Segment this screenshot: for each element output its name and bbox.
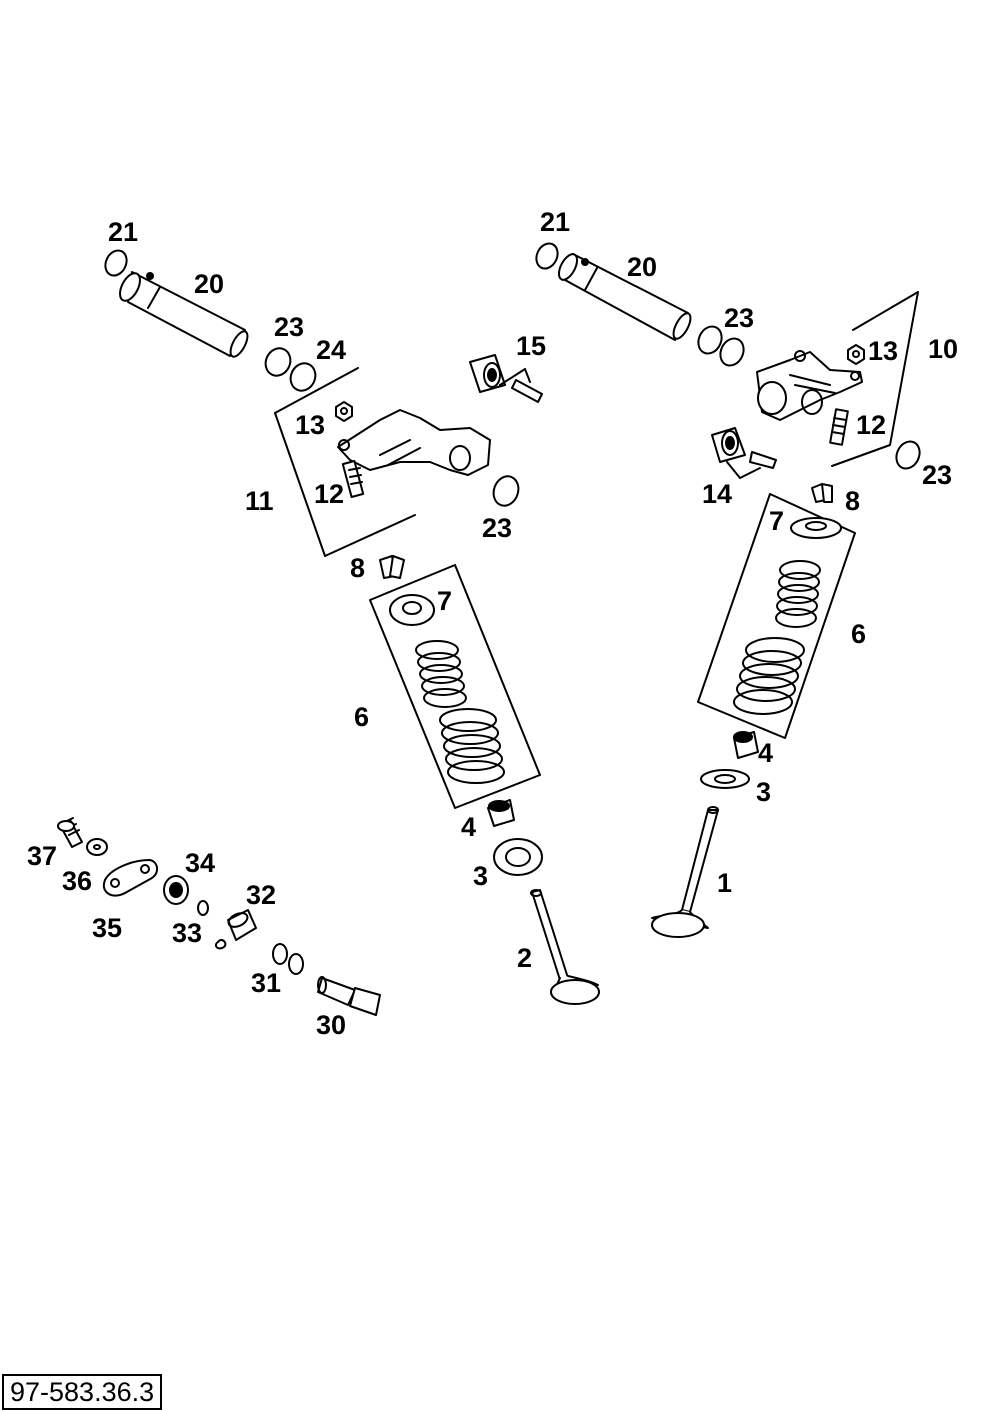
- washer-3-left: [493, 838, 543, 876]
- label-36: 36: [62, 866, 92, 896]
- valve-seal-4-left: [487, 799, 515, 827]
- washer-23-right-top-a: [697, 325, 723, 355]
- label-6-left: 6: [354, 702, 369, 732]
- washer-part-37: [86, 838, 108, 856]
- rocker-shaft-left: [119, 271, 249, 358]
- washer-23-right-top-b: [719, 337, 745, 367]
- spring-group-6-left-box: [369, 564, 541, 809]
- label-24: 24: [316, 335, 346, 365]
- label-14: 14: [702, 479, 732, 509]
- label-20-left: 20: [194, 269, 224, 299]
- label-12-left: 12: [314, 479, 344, 509]
- roller-15-left: [469, 354, 543, 403]
- label-12-right: 12: [856, 410, 886, 440]
- o-ring-31-a: [272, 943, 288, 965]
- o-ring-31-b: [288, 953, 304, 975]
- label-21-left: 21: [108, 217, 138, 247]
- label-23-right-bottom: 23: [922, 460, 952, 490]
- label-34: 34: [185, 848, 215, 878]
- label-13-left: 13: [295, 410, 325, 440]
- label-3-right: 3: [756, 777, 771, 807]
- roller-14-right: [711, 427, 777, 479]
- label-35: 35: [92, 913, 122, 943]
- label-1: 1: [717, 868, 732, 898]
- label-32: 32: [246, 880, 276, 910]
- label-31: 31: [251, 968, 281, 998]
- label-2: 2: [517, 943, 532, 973]
- inner-spring-right: [775, 560, 821, 628]
- inner-spring-left: [415, 640, 467, 708]
- spring-retainer-7-left: [389, 594, 435, 626]
- label-15: 15: [516, 331, 546, 361]
- label-33: 33: [172, 918, 202, 948]
- o-ring-33: [197, 900, 209, 916]
- label-23-left-bottom: 23: [482, 513, 512, 543]
- bolt-37: [57, 817, 83, 848]
- washer-23-right-bottom: [895, 440, 921, 470]
- plate-35-36: [102, 859, 158, 897]
- label-4-right: 4: [758, 738, 773, 768]
- o-ring-21-left: [104, 249, 128, 277]
- label-13-right: 13: [868, 336, 898, 366]
- screen-32: [214, 909, 257, 950]
- callout-labels: 21 20 23 24 15 13 11 12 23 8 7 6 4 3 2 2…: [27, 207, 958, 1040]
- label-7-left: 7: [437, 586, 452, 616]
- seal-34: [163, 875, 189, 905]
- label-7-right: 7: [769, 506, 784, 536]
- valve-collets-8-left: [379, 555, 405, 579]
- label-3-left: 3: [473, 861, 488, 891]
- outer-spring-right: [733, 637, 805, 715]
- label-23-right-top: 23: [724, 303, 754, 333]
- washer-24-left: [289, 362, 317, 392]
- o-ring-21-right: [535, 242, 559, 270]
- outer-spring-left: [439, 708, 505, 784]
- label-21-right: 21: [540, 207, 570, 237]
- rocker-arm-assembly-right: [756, 291, 919, 467]
- label-30: 30: [316, 1010, 346, 1040]
- rocker-arm-assembly-left: [274, 367, 491, 557]
- valve-collets-8-right: [811, 483, 833, 503]
- reference-number: 97-583.36.3: [2, 1374, 163, 1410]
- rocker-shaft-right: [557, 253, 692, 341]
- label-6-right: 6: [851, 619, 866, 649]
- spring-retainer-7-right: [790, 517, 842, 539]
- washer-23-left-top: [264, 347, 292, 377]
- label-23-left-top: 23: [274, 312, 304, 342]
- valve-2: [530, 889, 600, 1005]
- label-20-right: 20: [627, 252, 657, 282]
- valve-1: [651, 806, 719, 938]
- label-8-right: 8: [845, 486, 860, 516]
- label-10: 10: [928, 334, 958, 364]
- valve-seal-4-right: [733, 731, 759, 759]
- label-4-left: 4: [461, 812, 476, 842]
- label-8-left: 8: [350, 553, 365, 583]
- label-37: 37: [27, 841, 57, 871]
- label-11: 11: [245, 486, 274, 516]
- washer-3-right: [700, 769, 750, 789]
- plug-30: [317, 976, 381, 1016]
- washer-23-left-bottom: [492, 475, 520, 507]
